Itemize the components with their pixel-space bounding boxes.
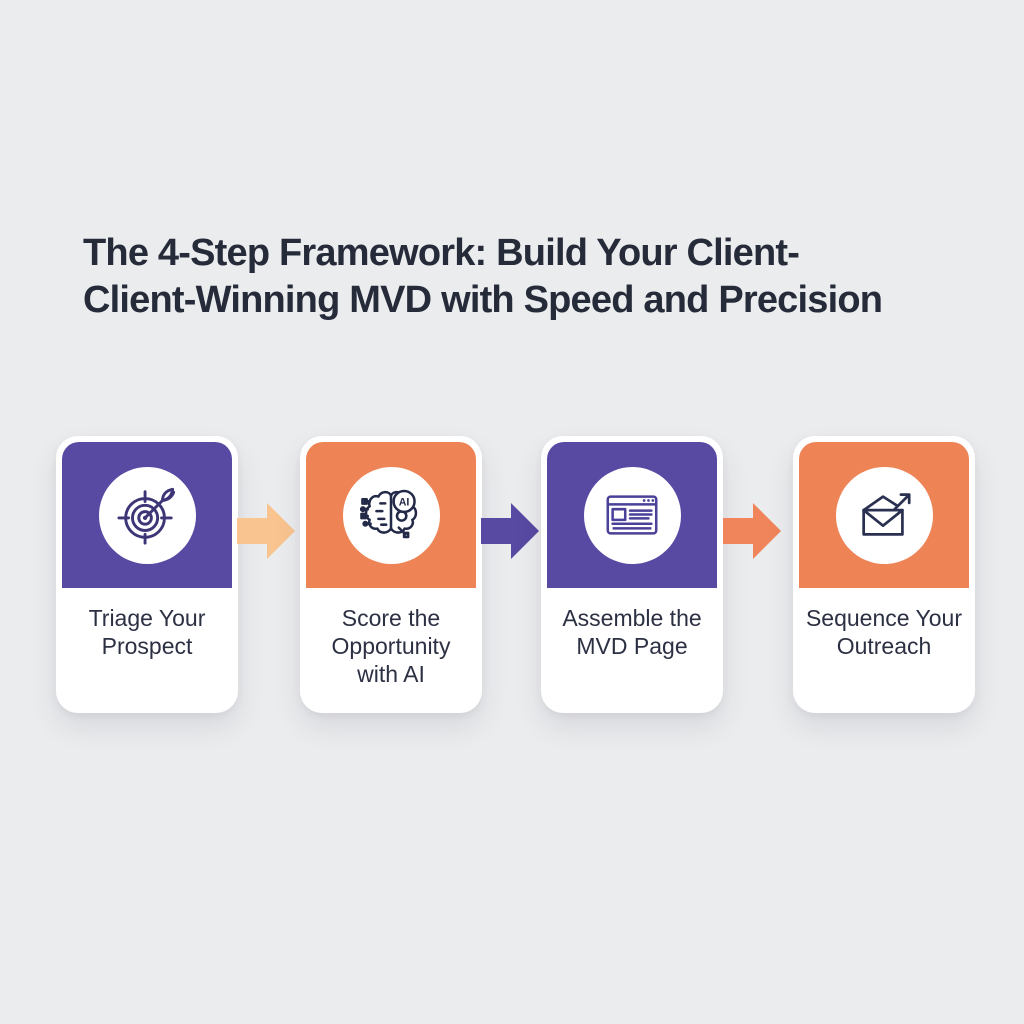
page-title: The 4-Step Framework: Build Your Client-… — [83, 230, 993, 324]
step-2-label-line: Opportunity — [331, 633, 451, 659]
step-2-label: Score the Opportunity with AI — [308, 604, 474, 688]
step-card-score-opportunity: AI Score the Opportunity with AI — [300, 436, 482, 713]
step-2-header: AI — [306, 442, 476, 588]
step-4-label-line: Outreach — [836, 633, 932, 659]
step-card-sequence-outreach: Sequence Your Outreach — [793, 436, 975, 713]
step-card-triage-prospect: Triage Your Prospect — [56, 436, 238, 713]
page-title-line-1: The 4-Step Framework: Build Your Client- — [83, 232, 800, 274]
ai-badge-text: AI — [399, 496, 410, 508]
step-1-header — [62, 442, 232, 588]
step-1-label-line: Triage Your — [88, 605, 206, 631]
step-3-label-line: Assemble the — [562, 605, 702, 631]
flow-arrow-1-shape — [237, 503, 295, 559]
page-title-line-2: Client-Winning MVD with Speed and Precis… — [83, 279, 883, 321]
flow-arrow-3-shape — [723, 503, 781, 559]
step-2-label-line: with AI — [357, 661, 425, 687]
target-dart-icon — [117, 487, 176, 545]
step-4-label-line: Sequence Your — [805, 605, 963, 631]
step-3-header — [547, 442, 717, 588]
step-4-label: Sequence Your Outreach — [801, 604, 967, 660]
browser-page-icon — [606, 495, 658, 535]
step-2-label-line: Score the — [341, 605, 441, 631]
flow-arrow-1 — [237, 503, 295, 559]
email-send-icon — [862, 493, 911, 536]
step-4-header — [799, 442, 969, 588]
step-card-assemble-mvd-page: Assemble the MVD Page — [541, 436, 723, 713]
flow-arrow-3 — [723, 503, 781, 559]
step-3-label-line: MVD Page — [576, 633, 688, 659]
step-1-icon-circle — [98, 466, 196, 564]
step-4-icon-circle — [835, 466, 933, 564]
flow-arrow-2 — [481, 503, 539, 559]
step-1-label: Triage Your Prospect — [64, 604, 230, 660]
step-3-icon-circle — [583, 466, 681, 564]
step-3-label: Assemble the MVD Page — [549, 604, 715, 660]
ai-brain-icon: AI — [360, 489, 418, 539]
flow-arrow-2-shape — [481, 503, 539, 559]
step-2-icon-circle: AI — [342, 466, 440, 564]
step-1-label-line: Prospect — [101, 633, 193, 659]
